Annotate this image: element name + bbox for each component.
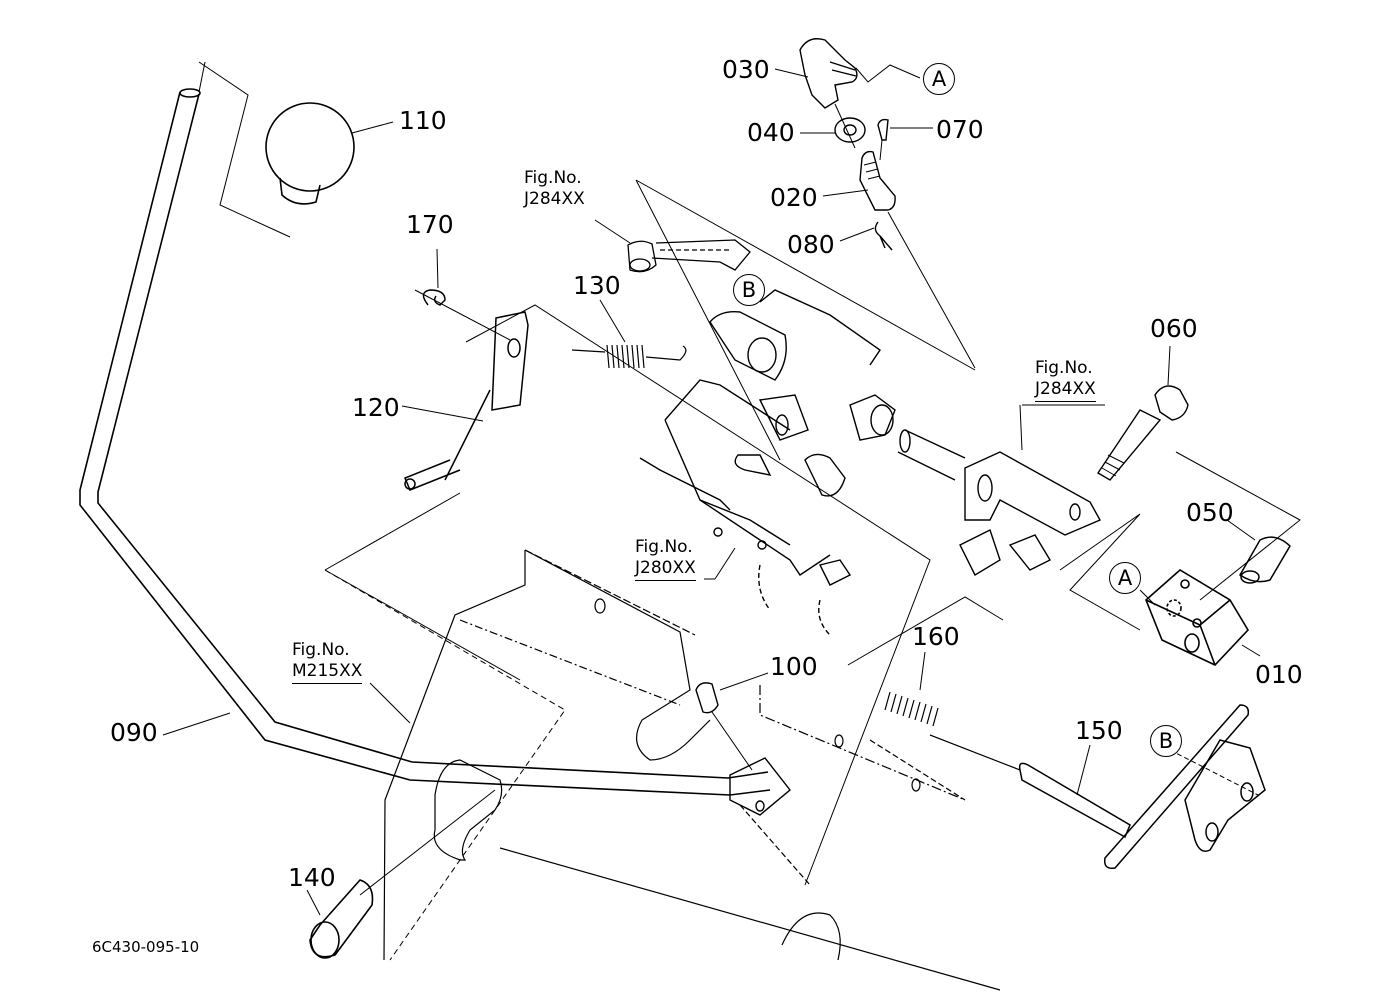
connection-marker-b-bracket: B: [733, 274, 765, 306]
spring-160: [884, 651, 939, 727]
pin-050: [1226, 519, 1291, 584]
bracket-j280: [639, 289, 881, 636]
part-label-150: 150: [1075, 716, 1123, 745]
part-label-080: 080: [787, 230, 835, 259]
spring-130: [571, 299, 687, 369]
figure-ref-prefix: Fig.No.: [1035, 358, 1093, 378]
shaft-150: [1018, 704, 1266, 870]
part-label-120: 120: [352, 393, 400, 422]
connection-marker-b-lever: B: [1150, 725, 1182, 757]
part-label-030: 030: [722, 55, 770, 84]
figure-ref-code: J284XX: [1035, 379, 1096, 402]
figure-ref-code: J284XX: [524, 189, 585, 209]
leader-m215: [369, 682, 411, 724]
part-label-060: 060: [1150, 314, 1198, 343]
lever-end-bracket: [729, 757, 791, 816]
part-label-010: 010: [1255, 660, 1303, 689]
figure-ref-code: J280XX: [635, 558, 696, 581]
leader-lines: [162, 61, 291, 736]
bolt-060: [1097, 345, 1189, 481]
connection-marker-a-top: A: [923, 63, 955, 95]
figure-ref-j280: Fig.No. J280XX: [635, 537, 696, 581]
bracket-j284-right: [959, 404, 1105, 576]
part-label-170: 170: [406, 210, 454, 239]
figure-ref-j284-left: Fig.No. J284XX: [524, 168, 585, 210]
part-label-040: 040: [747, 118, 795, 147]
part-label-100: 100: [770, 652, 818, 681]
block-010: [1139, 569, 1261, 666]
fitting-assembly: [774, 38, 976, 369]
figure-ref-code: M215XX: [292, 661, 363, 684]
part-label-110: 110: [399, 106, 447, 135]
part-label-160: 160: [912, 622, 960, 651]
connection-marker-a-block: A: [1109, 562, 1141, 594]
figure-ref-m215: Fig.No. M215XX: [292, 640, 363, 684]
document-id: 6C430-095-10: [92, 938, 200, 956]
bracket-j284-small: [594, 219, 751, 273]
part-label-130: 130: [573, 271, 621, 300]
part-label-090: 090: [110, 718, 158, 747]
lever-rod-090: [79, 88, 771, 796]
figure-ref-prefix: Fig.No.: [635, 537, 693, 557]
part-label-020: 020: [770, 183, 818, 212]
grip-140: [306, 789, 496, 959]
part-label-140: 140: [288, 863, 336, 892]
knob-110: [265, 102, 394, 205]
part-label-070: 070: [936, 115, 984, 144]
figure-ref-prefix: Fig.No.: [292, 640, 350, 660]
grease-fitting-100: [695, 672, 769, 771]
frame-lines: [324, 179, 1301, 961]
base-plate: [383, 549, 1001, 991]
figure-ref-prefix: Fig.No.: [524, 168, 582, 188]
clip-170: [414, 248, 511, 341]
figure-ref-j284-right: Fig.No. J284XX: [1035, 358, 1096, 402]
plate-120: [401, 311, 529, 491]
part-label-050: 050: [1186, 498, 1234, 527]
pin-bushing: [849, 394, 966, 481]
